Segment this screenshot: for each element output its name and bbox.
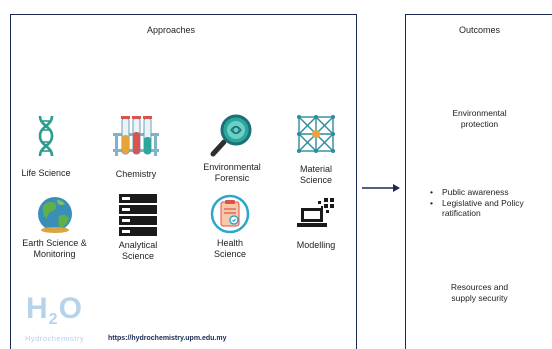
globe-icon [37, 197, 72, 233]
approach-modelling: Modelling [276, 196, 356, 251]
approaches-panel: Approaches [10, 14, 357, 349]
approach-label: Health Science [213, 238, 247, 259]
approach-material-science: Material Science [276, 114, 356, 186]
approach-analytical-science: Analytical Science [98, 194, 178, 262]
approach-label: Analytical Science [118, 240, 158, 261]
h2o-logo: H2O Hydrochemistry [16, 292, 116, 349]
logo-tagline: Hydrochemistry [25, 334, 85, 343]
server-icon [119, 194, 157, 236]
website-url[interactable]: https://hydrochemistry.upm.edu.my [108, 335, 227, 342]
dna-icon [38, 115, 54, 157]
list-item: Legislative and Policy ratification [430, 198, 530, 219]
outcomes-title: Outcomes [458, 25, 500, 35]
approach-label: Environmental Forensic [203, 162, 261, 183]
arrow-icon [362, 184, 400, 192]
crystal-lattice-icon [297, 115, 335, 153]
logo-letter-o: O [58, 292, 83, 325]
logo-subscript: 2 [48, 311, 59, 328]
approach-environmental-forensic: Environmental Forensic [192, 112, 272, 184]
outcome-bullet-list: Public awareness Legislative and Policy … [430, 187, 530, 219]
magnifier-icon [210, 114, 252, 157]
approach-label: Earth Science & Monitoring [22, 238, 87, 259]
approach-label: Chemistry [115, 169, 157, 179]
outcome-environmental-protection: Environmental protection [452, 108, 507, 129]
approaches-title: Approaches [146, 25, 196, 35]
logo-wordmark: H2O [26, 292, 83, 329]
approach-earth-science: Earth Science & Monitoring [12, 194, 97, 260]
outcomes-panel: Outcomes Environmental protection Public… [405, 14, 552, 349]
approach-health-science: Health Science [190, 194, 270, 260]
logo-letter-h: H [26, 292, 49, 325]
approach-chemistry: Chemistry [96, 113, 176, 180]
list-item: Public awareness [430, 187, 530, 198]
outcome-resources-supply: Resources and supply security [450, 282, 509, 303]
laptop-icon [297, 198, 334, 227]
approach-label: Modelling [296, 240, 336, 250]
approach-life-science: Life Science [6, 114, 86, 179]
test-tubes-icon [113, 116, 159, 156]
clipboard-icon [210, 194, 250, 234]
approach-label: Material Science [299, 164, 333, 185]
approach-label: Life Science [21, 168, 71, 178]
